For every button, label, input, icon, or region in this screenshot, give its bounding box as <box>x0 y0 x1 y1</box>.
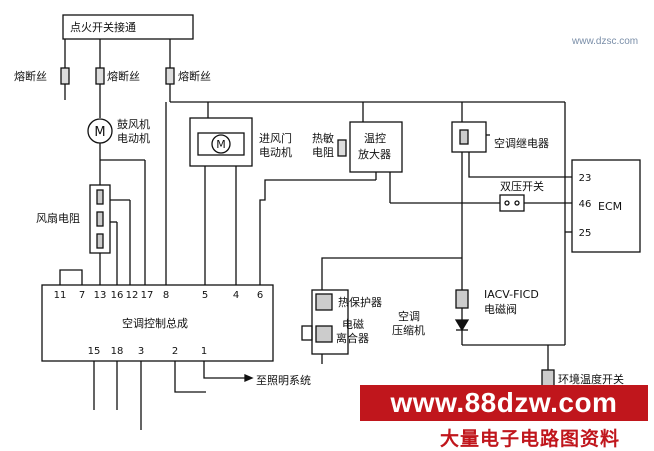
ecm-pin-25: 25 <box>579 228 592 239</box>
ac-relay-box <box>451 121 487 153</box>
label-compressor-2: 压缩机 <box>392 323 425 337</box>
pin-17: 17 <box>141 290 154 301</box>
label-iacv-1: IACV-FICD <box>484 288 539 301</box>
fuse-2 <box>95 67 105 85</box>
fuse-1 <box>60 67 70 85</box>
label-fuse-1: 熔断丝 <box>14 69 47 83</box>
watermark-text: www.dzsc.com <box>572 36 639 47</box>
label-ambient-switch: 环境温度开关 <box>558 372 624 386</box>
iacv-diode <box>454 319 470 332</box>
pin-16: 16 <box>111 290 124 301</box>
pin-13: 13 <box>94 290 107 301</box>
pin-11: 11 <box>54 290 67 301</box>
pin-3: 3 <box>138 346 144 357</box>
fuse-3 <box>165 67 175 85</box>
ignition-box <box>62 14 194 40</box>
ecm-box <box>571 159 641 253</box>
label-fuse-2: 熔断丝 <box>107 69 140 83</box>
label-fuse-3: 熔断丝 <box>178 69 211 83</box>
pin-6: 6 <box>257 290 263 301</box>
controller-box <box>41 284 274 362</box>
label-lighting: 至照明系统 <box>256 374 311 387</box>
label-thermistor-2: 电阻 <box>312 146 334 159</box>
pin-1: 1 <box>201 346 207 357</box>
label-ac-relay: 空调继电器 <box>494 136 549 150</box>
iacv-solenoid <box>455 289 469 309</box>
label-blower-2: 电动机 <box>117 131 150 145</box>
label-thermal-protector: 热保护器 <box>338 295 382 309</box>
label-iacv-2: 电磁阀 <box>484 302 517 316</box>
label-fan-resistor: 风扇电阻 <box>36 211 80 225</box>
label-thermistor-1: 热敏 <box>312 131 334 145</box>
blower-motor-letter: M <box>94 125 105 140</box>
pin-18: 18 <box>111 346 124 357</box>
ecm-pin-46: 46 <box>579 199 592 210</box>
label-thermo-amp-1: 温控 <box>364 131 386 145</box>
label-intake-1: 进风门 <box>259 131 292 145</box>
pin-7: 7 <box>79 290 85 301</box>
label-blower-1: 鼓风机 <box>117 117 150 131</box>
thermo-amp-box <box>349 121 403 173</box>
label-dual-pressure: 双压开关 <box>500 179 544 193</box>
pin-2: 2 <box>172 346 178 357</box>
label-controller: 空调控制总成 <box>122 316 188 330</box>
pin-8: 8 <box>163 290 169 301</box>
compressor-box <box>311 289 349 355</box>
pin-4: 4 <box>233 290 239 301</box>
label-clutch-2: 离合器 <box>336 331 369 345</box>
site-banner-subtitle: 大量电子电路图资料 <box>440 428 621 450</box>
label-ignition: 点火开关接通 <box>70 20 136 34</box>
pin-15: 15 <box>88 346 101 357</box>
ambient-temp-switch <box>541 369 555 387</box>
thermistor-symbol <box>337 139 347 157</box>
ecm-pin-23: 23 <box>579 173 592 184</box>
dual-pressure-switch <box>499 194 525 212</box>
label-compressor-1: 空调 <box>398 309 420 323</box>
label-thermo-amp-2: 放大器 <box>358 147 391 161</box>
label-intake-2: 电动机 <box>259 145 292 159</box>
pin-12: 12 <box>126 290 139 301</box>
label-ecm: ECM <box>598 200 622 213</box>
intake-motor-symbol <box>211 134 231 154</box>
intake-motor-letter: M <box>216 138 226 151</box>
site-banner: www.88dzw.com <box>360 385 648 421</box>
intake-motor-box <box>189 117 253 167</box>
label-clutch-1: 电磁 <box>342 318 364 331</box>
pin-5: 5 <box>202 290 208 301</box>
